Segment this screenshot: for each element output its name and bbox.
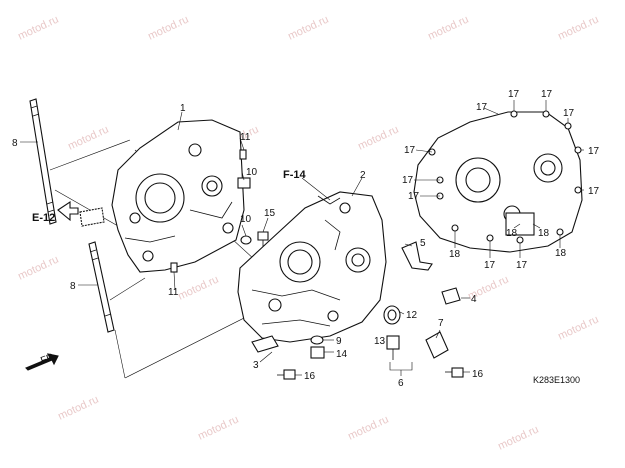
callout-3: 3 — [253, 360, 259, 371]
callout-18: 18 — [538, 228, 550, 239]
watermark: motod.ru — [556, 313, 600, 342]
watermark: motod.ru — [16, 13, 60, 42]
right-crankcase — [111, 119, 245, 273]
callout-13: 13 — [374, 336, 386, 347]
bracket-5 — [401, 241, 433, 271]
watermark: motod.ru — [286, 13, 330, 42]
breather-pipe — [317, 195, 341, 205]
callout-11-upper: 11 — [240, 132, 251, 143]
drawing-code: K283E1300 — [533, 375, 580, 385]
watermark: motod.ru — [426, 13, 470, 42]
watermark: motod.ru — [346, 413, 390, 442]
callout-17: 17 — [476, 102, 488, 113]
callout-17: 17 — [402, 175, 414, 186]
callout-10-upper: 10 — [246, 167, 258, 178]
callout-8-upper: 8 — [12, 138, 18, 149]
callout-17: 17 — [588, 186, 600, 197]
callout-16-left: 16 — [304, 371, 316, 382]
callout-17: 17 — [541, 89, 553, 100]
callout-17: 17 — [484, 260, 496, 271]
ref-e12-label: E-12 — [32, 212, 55, 224]
plug-14 — [310, 346, 325, 359]
callout-7: 7 — [438, 318, 444, 329]
oil-window-marker — [57, 200, 105, 227]
callout-12: 12 — [406, 310, 418, 321]
front-direction-arrow — [25, 353, 59, 371]
left-crankcase — [237, 191, 387, 343]
callout-18: 18 — [506, 228, 518, 239]
watermark: motod.ru — [66, 123, 110, 152]
callout-9: 9 — [336, 336, 342, 347]
bolt-16-left — [277, 369, 296, 380]
callout-17: 17 — [508, 89, 520, 100]
clamp-4 — [441, 287, 461, 305]
callout-2: 2 — [360, 170, 366, 181]
switch-13 — [386, 335, 400, 360]
callout-6: 6 — [398, 378, 404, 389]
callout-10-lower: 10 — [240, 214, 252, 225]
watermark: motod.ru — [56, 393, 100, 422]
watermark: motod.ru — [176, 273, 220, 302]
callout-16-right: 16 — [472, 369, 484, 380]
callout-1: 1 — [180, 103, 186, 114]
watermark: motod.ru — [146, 13, 190, 42]
stud-bolt-upper — [29, 98, 57, 225]
dowel-pin-lower — [170, 262, 178, 273]
callout-17: 17 — [404, 145, 416, 156]
oil-seal-12 — [383, 305, 401, 325]
callout-17: 17 — [516, 260, 528, 271]
watermark: motod.ru — [496, 423, 540, 452]
ref-fr-label: FR. — [39, 351, 58, 367]
stud-bolt-lower — [88, 241, 115, 333]
callout-18: 18 — [555, 248, 567, 259]
callout-17: 17 — [408, 191, 420, 202]
bolt-15 — [257, 231, 269, 250]
leader-lines — [20, 100, 584, 376]
watermark: motod.ru — [556, 13, 600, 42]
callout-18: 18 — [449, 249, 461, 260]
callout-17: 17 — [563, 108, 575, 119]
sensor-7 — [425, 331, 449, 359]
crankcase-bolt-layout — [413, 110, 583, 253]
bolt-16-right — [445, 367, 464, 378]
watermark: motod.ru — [196, 413, 240, 442]
washer-9 — [310, 335, 324, 345]
callout-17: 17 — [588, 146, 600, 157]
callout-11-lower: 11 — [168, 287, 179, 298]
callout-8-lower: 8 — [70, 281, 76, 292]
callout-5: 5 — [420, 238, 426, 249]
callout-14: 14 — [336, 349, 348, 360]
dowel-pin-upper — [239, 149, 247, 160]
callout-15: 15 — [264, 208, 276, 219]
watermark: motod.ru — [356, 123, 400, 152]
watermark: motod.ru — [16, 253, 60, 282]
gasket-3 — [251, 335, 279, 353]
callout-4: 4 — [471, 294, 477, 305]
ref-f14-label: F-14 — [283, 169, 307, 181]
